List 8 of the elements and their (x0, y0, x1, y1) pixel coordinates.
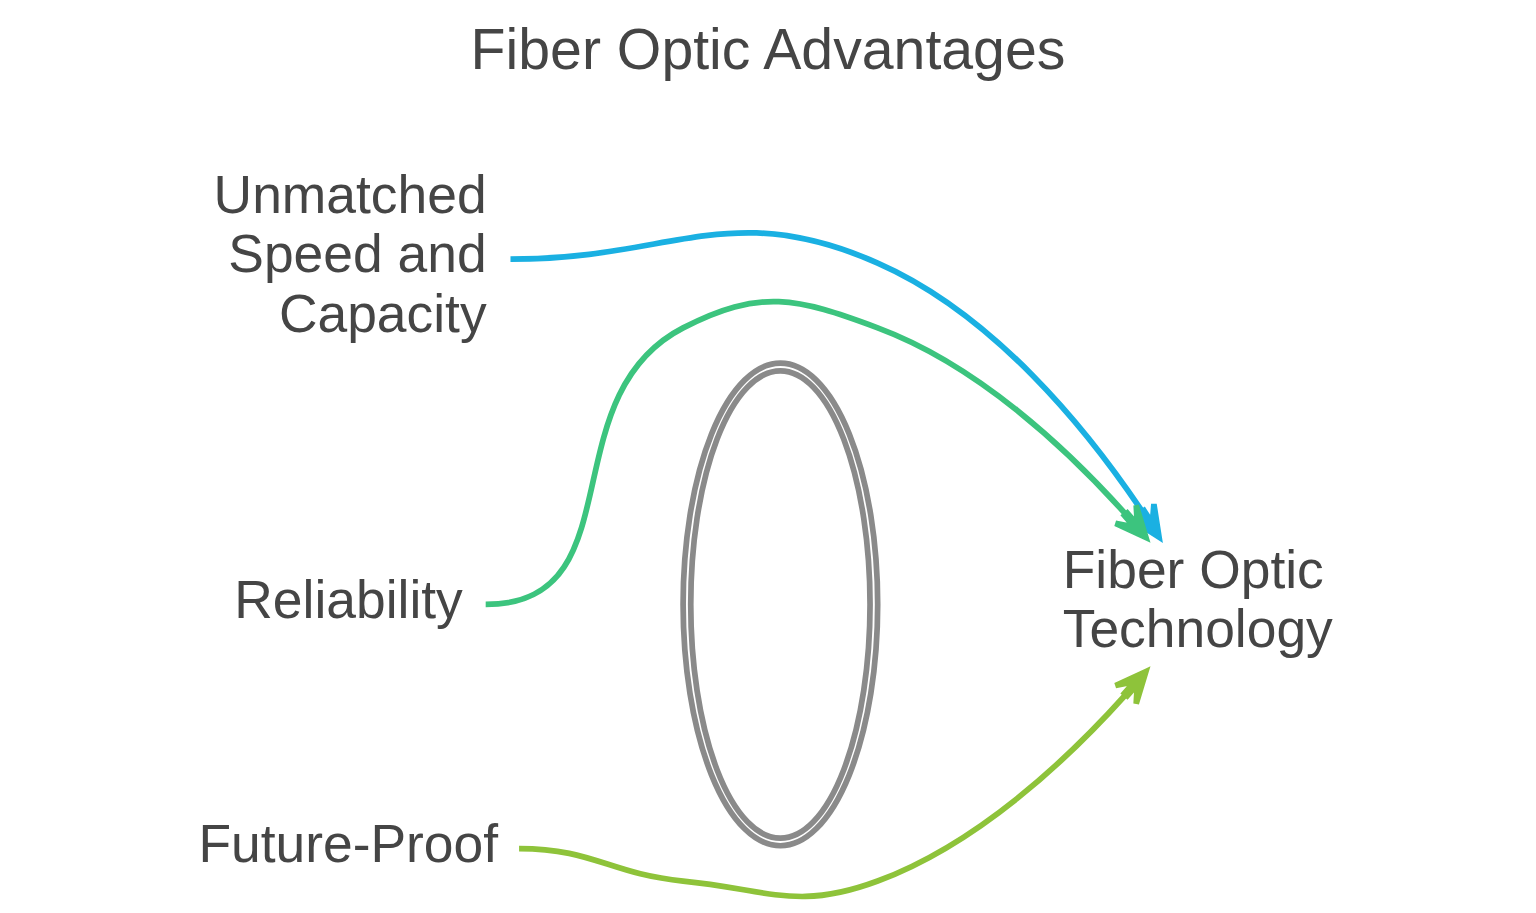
node-text: Unmatched Speed and Capacity (213, 165, 487, 343)
node-text: Fiber Optic Technology (1062, 540, 1333, 659)
arrow (485, 298, 1149, 608)
node-text: Future-Proof (198, 813, 499, 873)
diagram-title: Fiber Optic Advantages (470, 17, 1066, 82)
node-text: Reliability (234, 569, 463, 629)
node-lens (680, 360, 881, 849)
arrow (519, 668, 1149, 900)
